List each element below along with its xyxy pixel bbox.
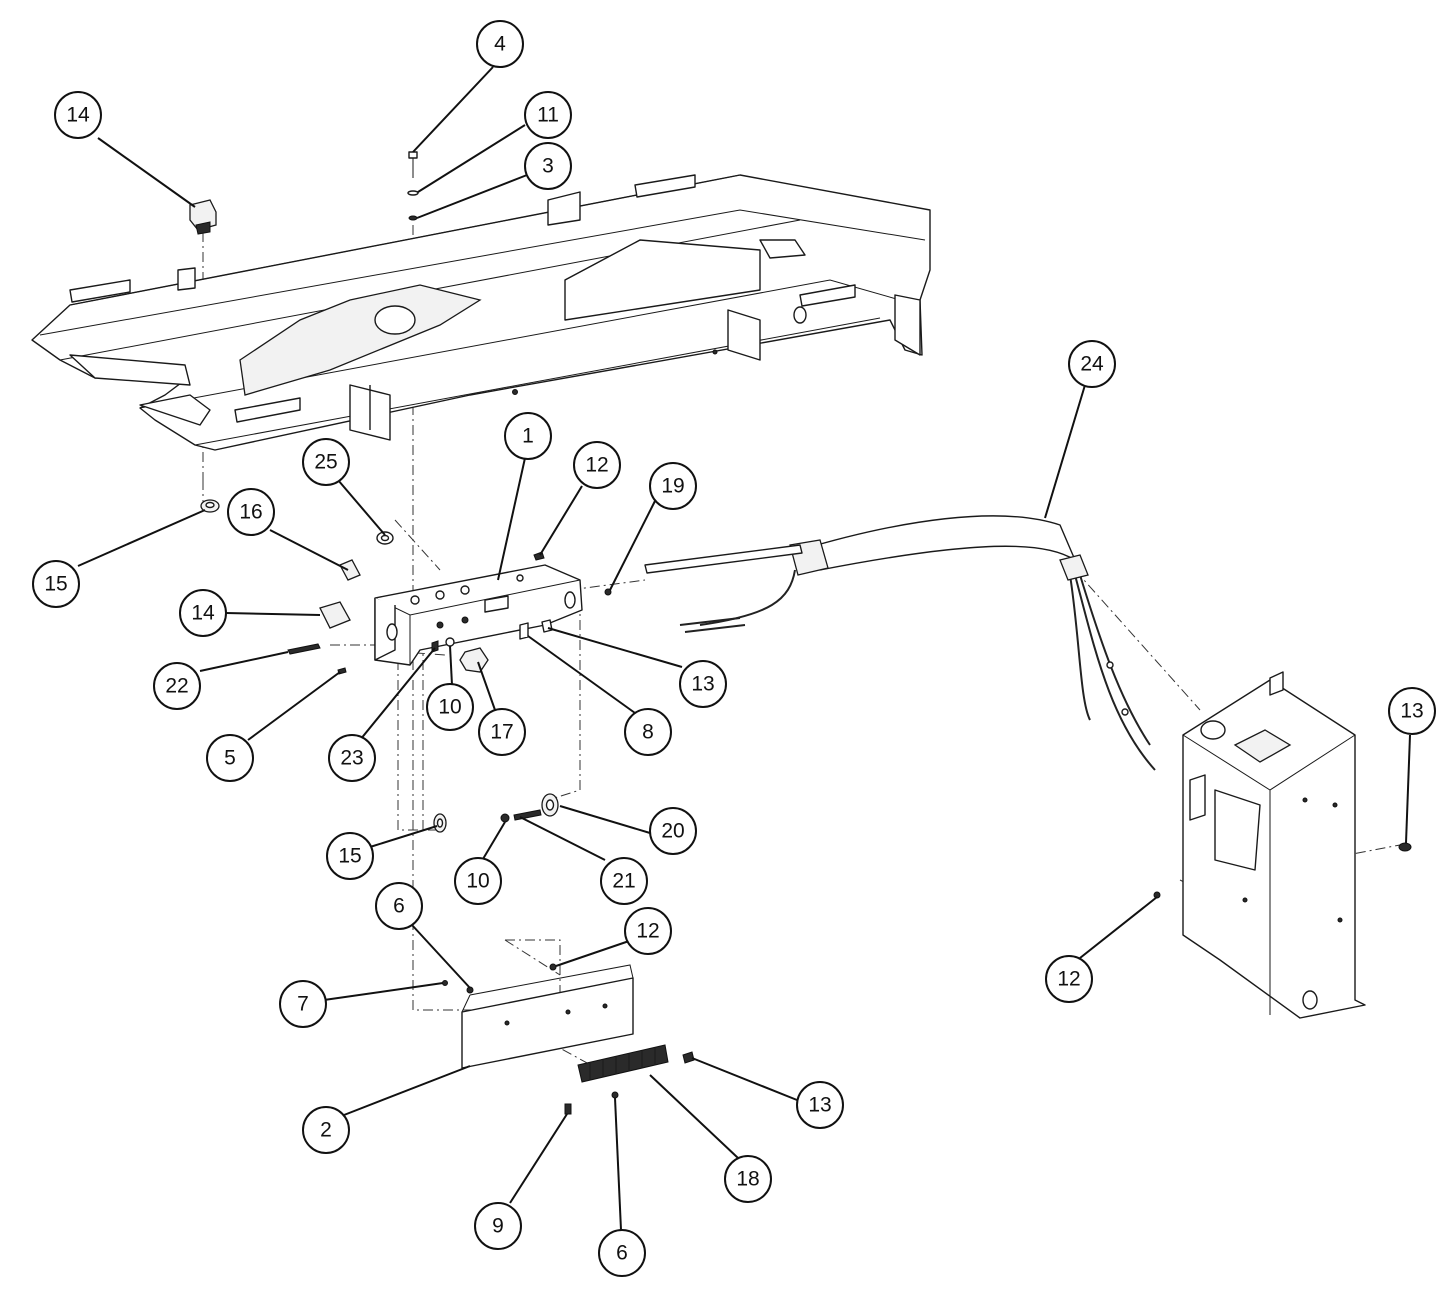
- svg-text:20: 20: [661, 820, 684, 843]
- balloon-23: 23: [328, 734, 376, 782]
- balloon-21: 21: [600, 857, 648, 905]
- svg-text:10: 10: [466, 870, 489, 893]
- svg-text:19: 19: [661, 475, 684, 498]
- balloon-11: 11: [524, 91, 572, 139]
- screw-and-washers-top: [407, 151, 419, 221]
- svg-text:25: 25: [314, 451, 337, 474]
- svg-text:1: 1: [522, 425, 534, 448]
- svg-text:2: 2: [320, 1119, 332, 1142]
- balloon-5: 5: [206, 734, 254, 782]
- svg-text:11: 11: [537, 104, 559, 127]
- balloon-12-b: 12: [624, 907, 672, 955]
- balloon-10-b: 10: [454, 857, 502, 905]
- lower-bracket: [442, 963, 634, 1115]
- balloon-14-top: 14: [54, 91, 102, 139]
- svg-text:14: 14: [191, 602, 215, 625]
- balloon-4: 4: [476, 20, 524, 68]
- svg-text:13: 13: [1400, 700, 1423, 723]
- balloon-15-upper: 15: [32, 560, 80, 608]
- svg-text:5: 5: [224, 747, 236, 770]
- main-bracket: [374, 564, 583, 666]
- svg-text:9: 9: [492, 1215, 504, 1238]
- svg-text:8: 8: [642, 721, 654, 744]
- svg-text:7: 7: [297, 993, 309, 1016]
- balloon-24: 24: [1068, 340, 1116, 388]
- balloon-8: 8: [624, 708, 672, 756]
- balloon-18: 18: [724, 1155, 772, 1203]
- balloon-17: 17: [478, 708, 526, 756]
- svg-text:24: 24: [1080, 353, 1104, 376]
- balloon-20: 20: [649, 807, 697, 855]
- balloon-25: 25: [302, 438, 350, 486]
- svg-text:3: 3: [542, 155, 554, 178]
- balloon-1: 1: [504, 412, 552, 460]
- svg-text:18: 18: [736, 1168, 759, 1191]
- svg-text:12: 12: [585, 454, 608, 477]
- balloon-9: 9: [474, 1202, 522, 1250]
- balloon-3: 3: [524, 142, 572, 190]
- balloon-12-right: 12: [1045, 955, 1093, 1003]
- wire-harness: [644, 515, 1156, 771]
- balloon-13-b: 13: [796, 1081, 844, 1129]
- balloon-7: 7: [279, 980, 327, 1028]
- balloon-2: 2: [302, 1106, 350, 1154]
- balloon-14-mid: 14: [179, 589, 227, 637]
- terminal-block: [577, 1044, 695, 1083]
- svg-text:14: 14: [66, 104, 90, 127]
- svg-text:4: 4: [494, 33, 506, 56]
- leader-lines: [77, 66, 1411, 1231]
- balloon-15-lower: 15: [326, 832, 374, 880]
- item-balloons: 4 11 3 14 1 12 19 25 16 15 14 22 5 23 10…: [32, 20, 1436, 1277]
- svg-text:13: 13: [691, 673, 714, 696]
- svg-text:12: 12: [636, 920, 659, 943]
- svg-text:17: 17: [490, 721, 513, 744]
- svg-text:6: 6: [393, 895, 405, 918]
- balloon-10-a: 10: [426, 683, 474, 731]
- balloon-12-a: 12: [573, 441, 621, 489]
- electrical-enclosure: [1153, 671, 1412, 1019]
- top-frame-assembly: [31, 174, 931, 451]
- balloon-13-right: 13: [1388, 687, 1436, 735]
- svg-text:12: 12: [1057, 968, 1080, 991]
- nut-upper: [200, 499, 220, 513]
- balloon-22: 22: [153, 662, 201, 710]
- svg-text:21: 21: [612, 870, 635, 893]
- balloon-6-upper: 6: [375, 882, 423, 930]
- svg-text:13: 13: [808, 1094, 831, 1117]
- svg-text:22: 22: [165, 675, 188, 698]
- svg-text:6: 6: [616, 1242, 628, 1265]
- balloon-13-a: 13: [679, 660, 727, 708]
- svg-text:16: 16: [239, 501, 262, 524]
- cable-gland-top: [189, 199, 217, 235]
- svg-text:23: 23: [340, 747, 363, 770]
- svg-text:15: 15: [338, 845, 361, 868]
- balloon-16: 16: [227, 488, 275, 536]
- svg-text:10: 10: [438, 696, 461, 719]
- balloon-19: 19: [649, 462, 697, 510]
- svg-text:15: 15: [44, 573, 67, 596]
- balloon-6-lower: 6: [598, 1229, 646, 1277]
- bracket-hardware: [287, 531, 612, 675]
